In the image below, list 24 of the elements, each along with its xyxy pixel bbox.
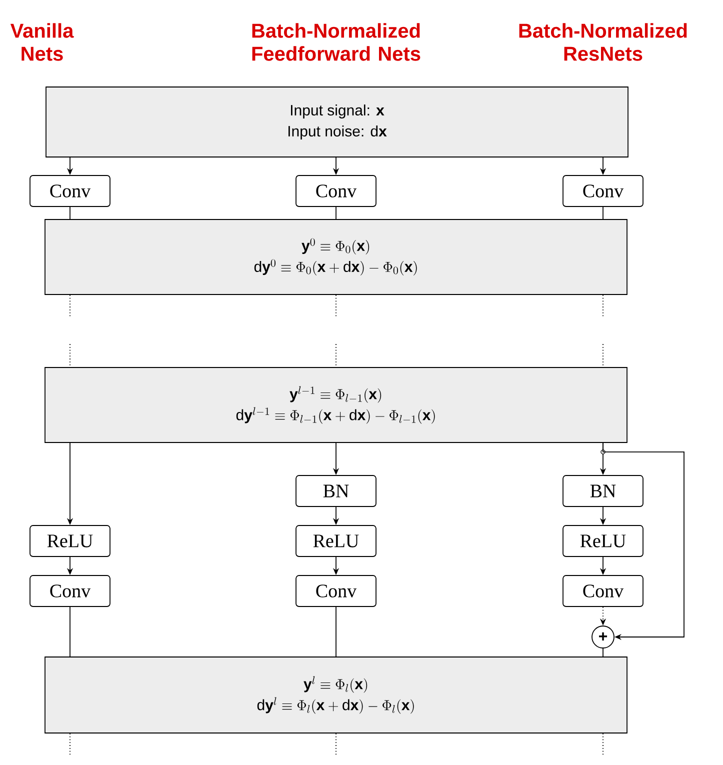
column-heading: Batch-Normalized Feedforward Nets bbox=[252, 23, 420, 61]
column-heading: Batch-Normalized ResNets bbox=[519, 23, 687, 61]
operation-box: Conv bbox=[30, 175, 110, 207]
operation-box: Conv bbox=[562, 175, 644, 207]
layer-box: $\mathbf{y}^0 \equiv \Phi_0(\mathbf{x})$ $\mathrm{d}\mathbf{y}^0 \equiv \Phi_0(\mathbf{x}+\mathrm{d}\mathbf{x}) - \Phi_0(\mathbf{x})$ bbox=[44, 219, 628, 295]
layer-box: $\mathbf{y}^{l-1} \equiv \Phi_{l-1}(\mathbf{x})$ $\mathrm{d}\mathbf{y}^{l-1} \equiv \Phi_{l-1}(\mathbf{x}+\mathrm{d}\mathbf{x}) - \Phi_{l-1}(\mathbf{x})$ bbox=[44, 367, 628, 443]
connector-line bbox=[602, 648, 604, 657]
operation-box: Conv bbox=[296, 575, 376, 607]
operation-box: ReLU bbox=[562, 525, 644, 557]
continuation-line bbox=[602, 294, 604, 318]
continuation-line bbox=[602, 344, 604, 368]
operation-box: Conv bbox=[296, 175, 376, 207]
skip-connection bbox=[602, 442, 684, 640]
layer-box: $\mathbf{y}^l \equiv \Phi_l(\mathbf{x})$ $\mathrm{d}\mathbf{y}^l \equiv \Phi_l(\mathbf{x}+\mathrm{d}\mathbf{x}) - \Phi_l(\mathbf{x})$ bbox=[44, 656, 628, 734]
column-heading: Vanilla Nets bbox=[10, 23, 74, 61]
operation-box: ReLU bbox=[30, 525, 110, 557]
continuation-line bbox=[602, 733, 604, 756]
operation-box: ReLU bbox=[296, 525, 376, 557]
operation-box: Conv bbox=[562, 575, 644, 607]
operation-box: BN bbox=[296, 475, 376, 507]
operation-box: BN bbox=[562, 475, 644, 507]
layer-box: Input signal: x Input noise: dx bbox=[46, 86, 628, 158]
operation-box: Conv bbox=[30, 575, 110, 607]
connector-line bbox=[602, 206, 604, 220]
